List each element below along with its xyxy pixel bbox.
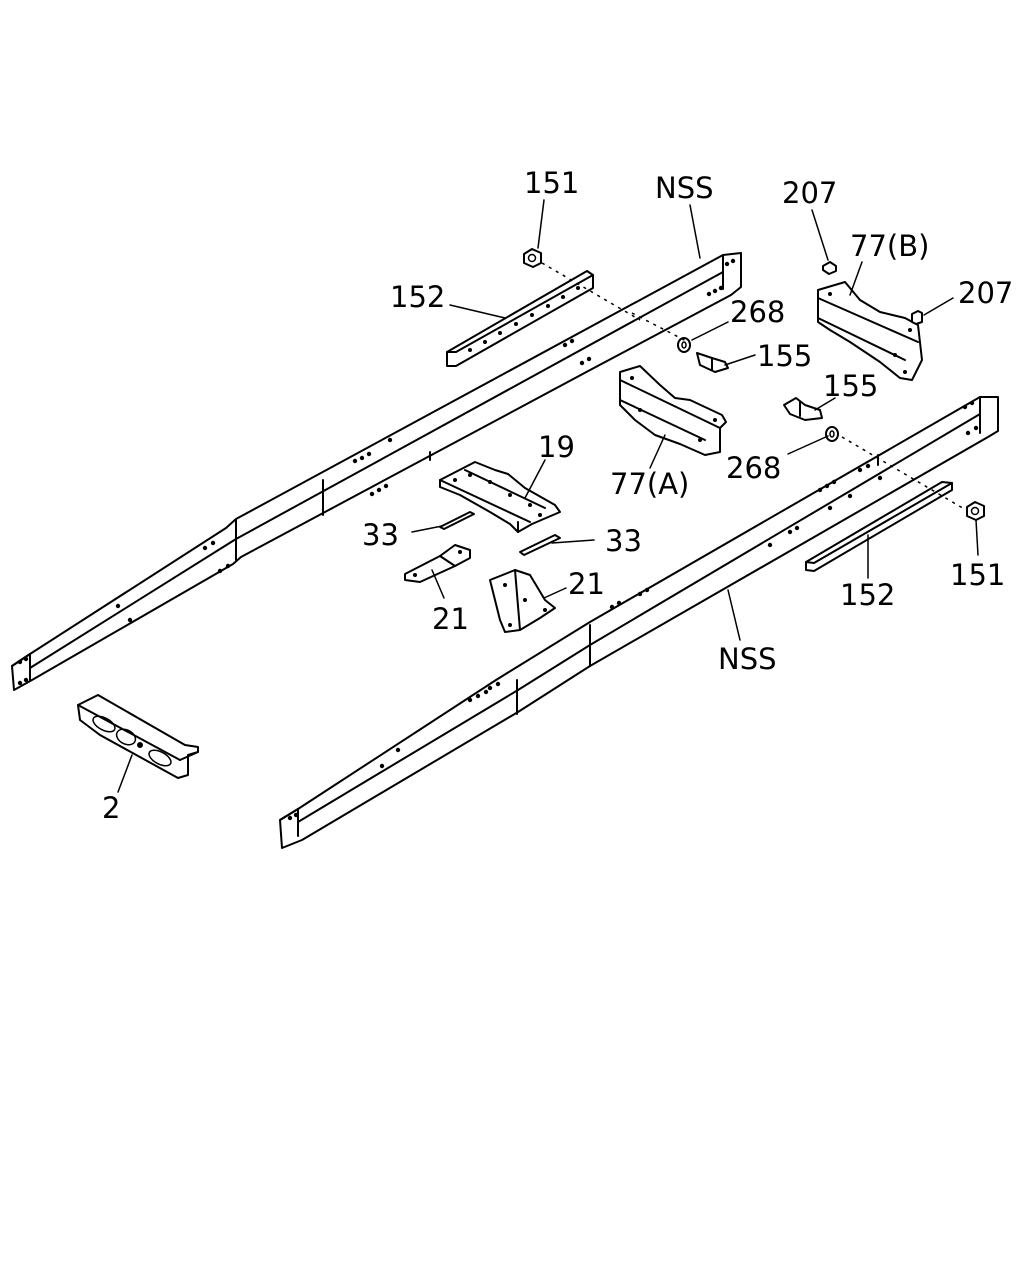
assembly-line [541, 262, 641, 321]
callout-77a: 77(A) [610, 467, 689, 501]
callout-151-right: 151 [950, 558, 1005, 592]
bracket-21-left [404, 544, 471, 583]
assembly-line [631, 312, 691, 344]
crossmember-77a [619, 365, 727, 456]
callout-19: 19 [538, 430, 575, 464]
left-rail-holes [17, 258, 736, 686]
callout-155-right: 155 [823, 369, 878, 403]
callout-21-right: 21 [568, 567, 605, 601]
washer-268-right-icon [825, 426, 839, 442]
callout-21-left: 21 [432, 602, 469, 636]
callout-155-top: 155 [757, 339, 812, 373]
callout-152-right: 152 [840, 578, 895, 612]
callout-152-top: 152 [390, 280, 445, 314]
crossmember-77b [817, 281, 923, 381]
right-rail-holes [287, 400, 979, 821]
right-side-rail [279, 396, 999, 849]
callout-33-left: 33 [362, 518, 399, 552]
callout-151-top: 151 [524, 166, 579, 200]
clip-207-right-icon [911, 310, 923, 325]
clip-207-top-icon [822, 261, 837, 275]
nut-151-top-icon [523, 248, 542, 268]
callout-207-right: 207 [958, 276, 1013, 310]
left-side-rail [11, 252, 742, 691]
callout-207-top: 207 [782, 176, 837, 210]
callout-268-top: 268 [730, 295, 785, 329]
washer-268-top-icon [677, 337, 691, 353]
nut-151-right-icon [966, 501, 985, 521]
callout-268-right: 268 [726, 451, 781, 485]
callout-nss-bottom: NSS [718, 642, 777, 676]
crossmember-19 [439, 461, 561, 533]
gusset-33-left [439, 511, 475, 530]
gusset-33-right [519, 534, 561, 556]
crossmember-2 [77, 694, 199, 779]
bracket-21-right [489, 569, 556, 633]
bolt-155-top-icon [696, 352, 729, 373]
callout-77b: 77(B) [850, 229, 929, 263]
callout-2: 2 [102, 791, 120, 825]
callout-nss-top: NSS [655, 171, 714, 205]
bolt-155-right-icon [783, 397, 823, 421]
reinforcement-152-top [446, 270, 594, 367]
callout-33-right: 33 [605, 524, 642, 558]
reinforcement-152-right [805, 481, 953, 572]
leader-lines [117, 199, 979, 793]
